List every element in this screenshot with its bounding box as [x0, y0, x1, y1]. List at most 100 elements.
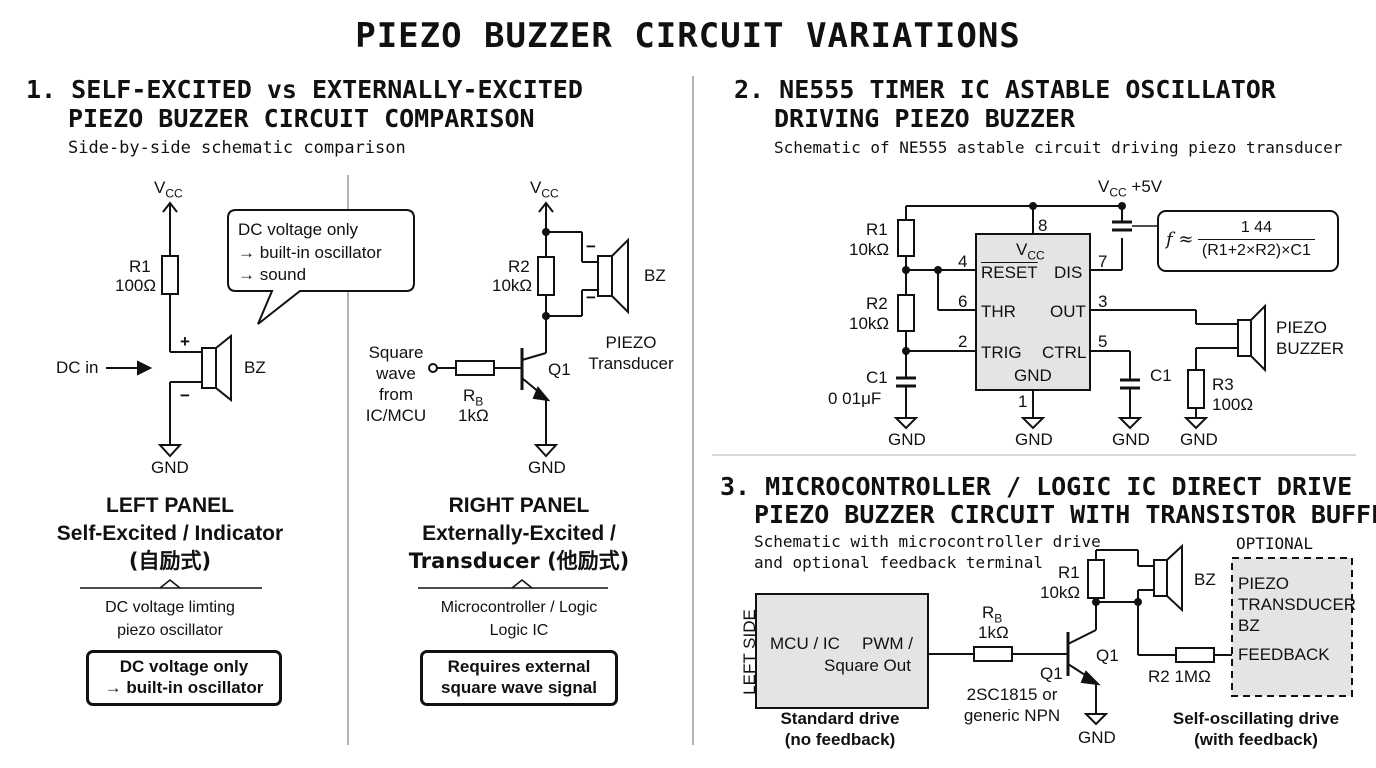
ne555-r3-value: 100Ω — [1212, 395, 1254, 414]
left-box-line1: DC voltage only — [119, 657, 249, 676]
ne555-piezo-line1: PIEZO — [1276, 318, 1328, 337]
right-input-line1: Square — [368, 343, 424, 362]
ne555-r1-name: R1 — [866, 220, 888, 239]
section1-subtitle: Side-by-side schematic comparison — [68, 138, 406, 158]
self-osc-line2: (with feedback) — [1194, 730, 1318, 749]
optional-line2: TRANSDUCER — [1238, 595, 1357, 614]
right-rb-value: 1kΩ — [458, 406, 489, 425]
left-vcc-label: VCC — [154, 178, 183, 201]
right-r2-name: R2 — [508, 257, 530, 276]
optional-line1: PIEZO — [1238, 574, 1290, 593]
ic-pin-trig: TRIG — [981, 343, 1022, 362]
pwm-line2: Square Out — [824, 656, 911, 675]
right-info-box: Requires external square wave signal — [420, 650, 618, 706]
right-input-line4: IC/MCU — [365, 406, 427, 425]
section2-heading-line2: DRIVING PIEZO BUZZER — [774, 104, 1076, 133]
section1-heading-line1: 1. SELF-EXCITED vs EXTERNALLY-EXCITED — [26, 75, 583, 104]
right-minus-bottom: − — [586, 288, 596, 307]
left-gnd-label: GND — [151, 458, 189, 477]
ic-pin-ctrl: CTRL — [1042, 343, 1087, 362]
feedback-r2-label: R2 1MΩ — [1148, 667, 1211, 686]
right-q1-label: Q1 — [548, 360, 571, 379]
right-input-line2: wave — [376, 364, 416, 383]
right-box-line2: square wave signal — [441, 678, 597, 697]
left-circuit — [80, 201, 415, 589]
right-box-line1: Requires external — [447, 657, 591, 676]
left-dc-in-label: DC in — [56, 358, 99, 377]
right-bz-label: BZ — [644, 266, 666, 285]
frequency-formula: f ≈ 1 44 (R1+2×R2)×C1 — [1166, 219, 1334, 260]
section3-subtitle-line2: and optional feedback terminal — [754, 553, 1043, 572]
section3-heading-line1: 3. MICROCONTROLLER / LOGIC IC DIRECT DRI… — [720, 472, 1353, 501]
section2-heading-line1: 2. NE555 TIMER IC ASTABLE OSCILLATOR — [734, 75, 1276, 104]
left-panel-subtitle: Self-Excited / Indicator — [56, 522, 284, 545]
pin-number-6: 6 — [958, 292, 968, 311]
right-rb-name: RB — [463, 386, 484, 409]
formula-numerator: 1 44 — [1197, 219, 1315, 240]
left-callout-line3: → sound — [238, 265, 307, 284]
left-panel-title: LEFT PANEL — [106, 494, 234, 517]
mcu-label: MCU / IC — [770, 634, 840, 653]
mcu-q1-left: Q1 — [1040, 664, 1063, 683]
ic-vcc-label: VCC — [1016, 240, 1045, 263]
left-box-line2: → built-in oscillator — [104, 678, 264, 697]
left-desc-line2: piezo oscillator — [117, 622, 223, 639]
pin-number-4: 4 — [958, 252, 968, 271]
right-vcc-label: VCC — [530, 178, 559, 201]
ne555-vcc-label: VCC +5V — [1098, 177, 1163, 200]
standard-drive-line1: Standard drive — [780, 709, 900, 728]
right-panel-subtitle: Externally-Excited / — [422, 522, 616, 545]
pin-number-2: 2 — [958, 332, 968, 351]
left-side-label: LEFT SIDE — [740, 609, 759, 695]
left-callout-line2: → built-in oscillator — [238, 243, 382, 262]
section2-subtitle: Schematic of NE555 astable circuit drivi… — [774, 138, 1343, 157]
pwm-line1: PWM / — [862, 634, 913, 653]
self-osc-line1: Self-oscillating drive — [1172, 709, 1340, 728]
mcu-rb-name: RB — [982, 603, 1003, 626]
left-desc-line1: DC voltage limting — [105, 599, 235, 616]
right-circuit — [418, 201, 629, 589]
ne555-circuit — [893, 202, 1339, 430]
section3-heading-line2: PIEZO BUZZER CIRCUIT WITH TRANSISTOR BUF… — [754, 500, 1376, 529]
optional-line4: FEEDBACK — [1238, 645, 1330, 664]
mcu-r1-value: 10kΩ — [1040, 583, 1081, 602]
pin-number-5: 5 — [1098, 332, 1108, 351]
left-callout-line1: DC voltage only — [238, 220, 359, 239]
mcu-rb-value: 1kΩ — [978, 623, 1009, 642]
mcu-circuit — [755, 543, 1353, 726]
ne555-gnd-c1: GND — [888, 430, 926, 449]
right-desc-line2: Logic IC — [489, 622, 549, 639]
ne555-r1-value: 10kΩ — [849, 240, 890, 259]
ic-pin-reset: RESET — [981, 263, 1038, 282]
ne555-gnd-ctrl: GND — [1112, 430, 1150, 449]
left-panel-kanji: (自励式) — [128, 549, 212, 573]
standard-drive-line2: (no feedback) — [784, 730, 896, 749]
right-panel-title: RIGHT PANEL — [448, 494, 590, 517]
mcu-r1-name: R1 — [1058, 563, 1080, 582]
ne555-r2-name: R2 — [866, 294, 888, 313]
ne555-r3-name: R3 — [1212, 375, 1234, 394]
ne555-c1-value: 0 01μF — [828, 389, 882, 408]
right-input-line3: from — [379, 385, 413, 404]
left-r1-value: 100Ω — [115, 276, 157, 295]
pin-number-3: 3 — [1098, 292, 1108, 311]
pin-number-7: 7 — [1098, 252, 1108, 271]
ne555-c1-right-label: C1 — [1150, 366, 1172, 385]
right-piezo-line2: Transducer — [588, 354, 674, 373]
right-minus-top: − — [586, 237, 596, 256]
left-r1-name: R1 — [129, 257, 151, 276]
ne555-piezo-line2: BUZZER — [1276, 339, 1344, 358]
ic-pin-dis: DIS — [1054, 263, 1083, 282]
ic-pin-gnd: GND — [1014, 366, 1052, 385]
mcu-bz-label: BZ — [1194, 570, 1216, 589]
ne555-c1-name: C1 — [866, 368, 888, 387]
pin-number-8: 8 — [1038, 216, 1048, 235]
mcu-q1-right: Q1 — [1096, 646, 1119, 665]
right-desc-line1: Microcontroller / Logic — [440, 599, 598, 616]
right-panel-kanji: Transducer (他励式) — [408, 549, 630, 573]
optional-line3: BZ — [1238, 616, 1260, 635]
ne555-gnd-pin1: GND — [1015, 430, 1053, 449]
left-plus-label: + — [180, 332, 190, 351]
section3-subtitle-line1: Schematic with microcontroller drive — [754, 532, 1101, 551]
